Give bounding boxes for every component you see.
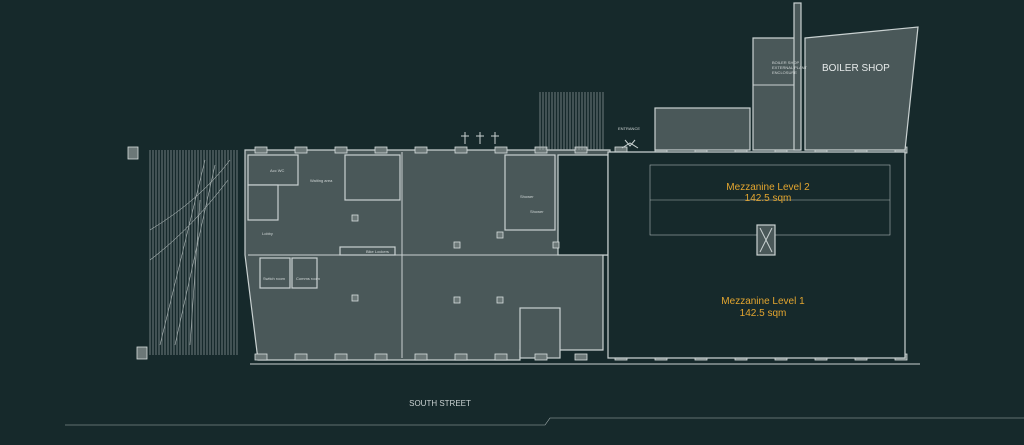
boiler-shop <box>804 26 919 151</box>
wall-pillar <box>574 146 588 154</box>
mezzanine-1-name: Mezzanine Level 1 <box>721 296 805 307</box>
wall-pillar <box>334 353 348 361</box>
corner-pillar <box>127 146 139 160</box>
wall-pillar <box>534 146 548 154</box>
wall-pillar <box>374 146 388 154</box>
mezzanine-1-area: 142.5 sqm <box>740 308 787 319</box>
room-label: Waiting area <box>310 178 333 183</box>
wall-pillar <box>494 146 508 154</box>
wall-pillar <box>454 353 468 361</box>
wall-pillar <box>414 353 428 361</box>
column <box>351 214 359 222</box>
svg-text:EXTERNAL PLANT: EXTERNAL PLANT <box>772 65 808 70</box>
room-label: Comms room <box>296 276 321 281</box>
room-label: Switch room <box>263 276 286 281</box>
wall-pillar <box>254 146 268 154</box>
room-label: Lobby <box>262 231 273 236</box>
svg-text:ENCLOSURE: ENCLOSURE <box>772 70 797 75</box>
wall-pillar <box>374 353 388 361</box>
column <box>496 231 504 239</box>
column <box>453 296 461 304</box>
wall-pillar <box>334 146 348 154</box>
wall-pillar <box>294 146 308 154</box>
wall-pillar <box>254 353 268 361</box>
wall-pillar <box>494 353 508 361</box>
room-label: Bike Lockers <box>366 249 389 254</box>
column <box>351 294 359 302</box>
column <box>453 241 461 249</box>
corner-pillar <box>136 346 148 360</box>
entrance-label: ENTRANCE <box>618 126 640 131</box>
room-label: Acc WC <box>270 168 285 173</box>
room-label: Shower <box>530 209 544 214</box>
wall-pillar <box>294 353 308 361</box>
svg-text:BOILER SHOP: BOILER SHOP <box>772 60 799 65</box>
room-label: Shower <box>520 194 534 199</box>
mezzanine-2-area: 142.5 sqm <box>745 193 792 204</box>
wall-pillar <box>414 146 428 154</box>
street-label: SOUTH STREET <box>409 399 471 408</box>
wall-pillar <box>454 146 468 154</box>
wall-pillar <box>574 353 588 361</box>
column <box>496 296 504 304</box>
yard-hatching <box>127 146 238 360</box>
column <box>552 241 560 249</box>
plants <box>461 132 499 144</box>
wall-pillar <box>534 353 548 361</box>
boiler-plant-enclosure <box>752 37 801 151</box>
mezzanine-2-name: Mezzanine Level 2 <box>726 182 810 193</box>
boiler-shop-label: BOILER SHOP <box>822 63 890 74</box>
